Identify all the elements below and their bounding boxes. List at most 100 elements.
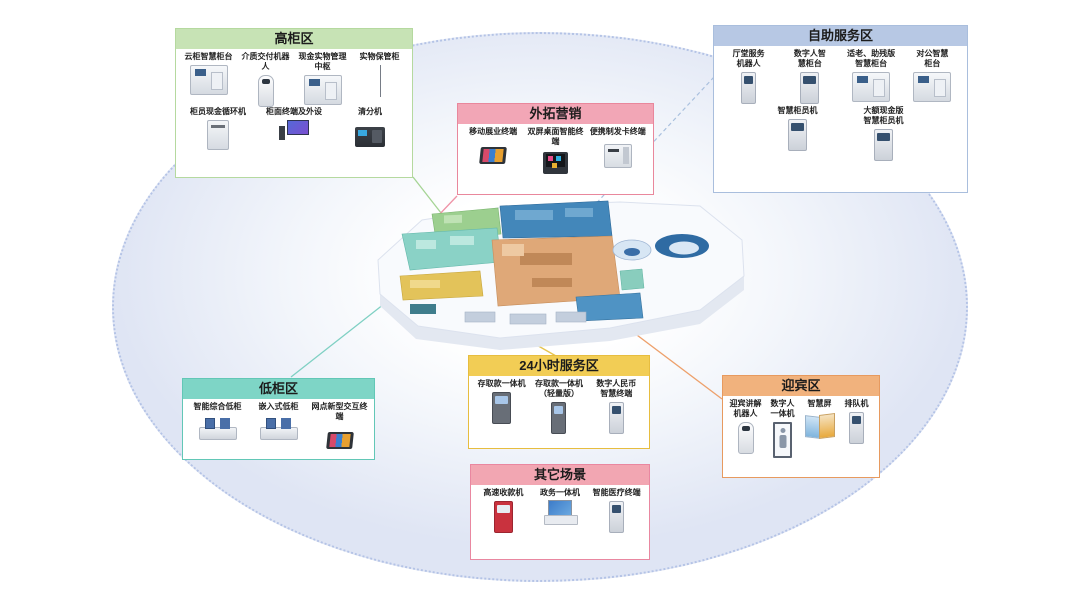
equipment-item: 实物保管柜 bbox=[352, 52, 407, 97]
panel-title-other-scenes: 其它场景 bbox=[471, 465, 649, 485]
equipment-item: 对公智慧 柜台 bbox=[903, 49, 962, 102]
equipment-label: 嵌入式低柜 bbox=[258, 402, 299, 411]
equipment-item: 大额现金版 智慧柜员机 bbox=[842, 106, 926, 161]
floorplan-24h-service-zone bbox=[399, 270, 484, 301]
equipment-item: 云柜智慧柜台 bbox=[181, 52, 236, 95]
equipment-label: 政务一体机 bbox=[540, 488, 580, 497]
digital-human-display-icon bbox=[773, 422, 792, 458]
equipment-item: 智慧屏 bbox=[802, 399, 837, 440]
smart-medical-terminal-icon bbox=[609, 501, 625, 533]
panel-title-24h-service: 24小时服务区 bbox=[469, 356, 649, 376]
equipment-label: 双屏桌面智能终端 bbox=[527, 127, 584, 146]
equipment-label: 介质交付机器人 bbox=[241, 52, 290, 71]
panel-24h-service-zone: 24小时服务区 存取款一体机 存取款一体机 （轻量版） 数字人民币 智慧终端 bbox=[468, 355, 650, 449]
equipment-item: 存取款一体机 bbox=[474, 379, 529, 424]
embedded-low-counter-icon bbox=[259, 415, 298, 441]
equipment-item: 智慧柜员机 bbox=[756, 106, 840, 151]
corporate-smart-counter-icon bbox=[913, 72, 952, 102]
equipment-label: 智能医疗终端 bbox=[592, 488, 641, 497]
equipment-label: 实物保管柜 bbox=[359, 52, 400, 61]
mobile-sales-terminal-icon bbox=[479, 147, 508, 164]
equipment-label: 智慧柜员机 bbox=[777, 106, 818, 115]
equipment-item: 网点新型交互终端 bbox=[310, 402, 369, 449]
branch-interactive-terminal-icon bbox=[325, 432, 354, 449]
equipment-item: 政务一体机 bbox=[533, 488, 588, 526]
panel-title-outreach-marketing: 外拓营销 bbox=[458, 104, 653, 124]
cloud-smart-counter-icon bbox=[189, 65, 228, 95]
panel-title-self-service: 自助服务区 bbox=[714, 26, 967, 46]
equipment-label: 大额现金版 智慧柜员机 bbox=[863, 106, 904, 125]
digital-rmb-terminal-icon bbox=[608, 402, 624, 434]
panel-low-counter-zone: 低柜区 智能综合低柜 嵌入式低柜 网点新型交互终端 bbox=[182, 378, 375, 460]
equipment-label: 存取款一体机 bbox=[477, 379, 526, 388]
equipment-item: 迎宾讲解 机器人 bbox=[728, 399, 763, 454]
equipment-row: 厅堂服务 机器人 数字人智 慧柜台 适老、助残版 智慧柜台 对公智慧 柜台 bbox=[719, 49, 962, 104]
equipment-row: 智慧柜员机 大额现金版 智慧柜员机 bbox=[756, 106, 926, 161]
dual-screen-desktop-terminal-icon bbox=[542, 152, 568, 174]
smart-screen-icon bbox=[804, 413, 836, 440]
equipment-item: 排队机 bbox=[839, 399, 874, 444]
panel-high-counter-zone: 高柜区 云柜智慧柜台 介质交付机器人 现金实物管理中枢 实物保管柜 柜员现金循环… bbox=[175, 28, 413, 178]
equipment-label: 网点新型交互终端 bbox=[311, 402, 368, 421]
panel-self-service-zone: 自助服务区 厅堂服务 机器人 数字人智 慧柜台 适老、助残版 智慧柜台 对公智慧… bbox=[713, 25, 968, 193]
equipment-item: 数字人智 慧柜台 bbox=[780, 49, 839, 104]
floorplan-low-counter-zone bbox=[401, 227, 502, 271]
counter-terminal-peripherals-icon bbox=[279, 120, 309, 146]
equipment-label: 清分机 bbox=[358, 107, 382, 116]
equipment-item: 数字人 一体机 bbox=[765, 399, 800, 458]
equipment-label: 排队机 bbox=[844, 399, 869, 408]
equipment-item: 便携制发卡终端 bbox=[588, 127, 648, 168]
equipment-row: 柜员现金循环机 柜面终端及外设 清分机 bbox=[181, 107, 407, 150]
accessible-smart-counter-icon bbox=[852, 72, 891, 102]
equipment-item: 双屏桌面智能终端 bbox=[525, 127, 585, 174]
equipment-item: 存取款一体机 （轻量版） bbox=[531, 379, 586, 434]
panel-other-scenes: 其它场景 高速收款机 政务一体机 智能医疗终端 bbox=[470, 464, 650, 560]
equipment-item: 厅堂服务 机器人 bbox=[719, 49, 778, 104]
floorplan-main-hall-zone bbox=[491, 235, 621, 307]
note-sorter-icon bbox=[355, 127, 385, 147]
equipment-label: 柜员现金循环机 bbox=[190, 107, 246, 116]
equipment-item: 移动展业终端 bbox=[463, 127, 523, 164]
equipment-label: 迎宾讲解 机器人 bbox=[729, 399, 762, 418]
cash-asset-management-hub-icon bbox=[303, 75, 342, 105]
equipment-label: 便携制发卡终端 bbox=[589, 127, 646, 136]
floorplan-welcome-zone bbox=[575, 234, 709, 322]
panel-welcome-zone: 迎宾区 迎宾讲解 机器人 数字人 一体机 智慧屏 排队机 bbox=[722, 375, 880, 478]
equipment-label: 云柜智慧柜台 bbox=[184, 52, 233, 61]
equipment-row: 移动展业终端 双屏桌面智能终端 便携制发卡终端 bbox=[463, 127, 648, 174]
equipment-label: 柜面终端及外设 bbox=[266, 107, 322, 116]
equipment-item: 嵌入式低柜 bbox=[249, 402, 308, 441]
equipment-label: 对公智慧 柜台 bbox=[916, 49, 949, 68]
equipment-item: 柜员现金循环机 bbox=[181, 107, 255, 150]
equipment-row: 存取款一体机 存取款一体机 （轻量版） 数字人民币 智慧终端 bbox=[474, 379, 644, 434]
equipment-item: 数字人民币 智慧终端 bbox=[589, 379, 644, 434]
equipment-item: 介质交付机器人 bbox=[238, 52, 293, 107]
digital-human-smart-counter-icon bbox=[800, 72, 820, 104]
panel-outreach-marketing: 外拓营销 移动展业终端 双屏桌面智能终端 便携制发卡终端 bbox=[457, 103, 654, 195]
equipment-row: 迎宾讲解 机器人 数字人 一体机 智慧屏 排队机 bbox=[728, 399, 874, 458]
equipment-row: 高速收款机 政务一体机 智能医疗终端 bbox=[476, 488, 644, 533]
equipment-label: 数字人 一体机 bbox=[770, 399, 795, 418]
cash-atm-lite-icon bbox=[551, 402, 567, 434]
smart-teller-machine-icon bbox=[788, 119, 807, 151]
queue-ticket-machine-icon bbox=[849, 412, 864, 444]
welcome-guide-robot-icon bbox=[737, 422, 754, 454]
equipment-label: 数字人智 慧柜台 bbox=[793, 49, 826, 68]
panel-title-low-counter: 低柜区 bbox=[183, 379, 374, 399]
portable-card-issuer-icon bbox=[603, 144, 632, 168]
equipment-item: 清分机 bbox=[333, 107, 407, 147]
government-service-kiosk-icon bbox=[544, 500, 578, 526]
equipment-item: 现金实物管理中枢 bbox=[295, 52, 350, 105]
lobby-service-robot-icon bbox=[741, 72, 757, 104]
equipment-label: 智能综合低柜 bbox=[193, 402, 242, 411]
equipment-item: 智能综合低柜 bbox=[188, 402, 247, 441]
equipment-label: 智慧屏 bbox=[807, 399, 832, 408]
high-speed-cash-receiver-icon bbox=[493, 501, 513, 533]
bulk-cash-smart-teller-machine-icon bbox=[874, 129, 893, 161]
equipment-row: 云柜智慧柜台 介质交付机器人 现金实物管理中枢 实物保管柜 bbox=[181, 52, 407, 107]
asset-storage-cabinet-icon bbox=[368, 65, 392, 97]
equipment-label: 存取款一体机 （轻量版） bbox=[534, 379, 583, 398]
equipment-label: 高速收款机 bbox=[483, 488, 524, 497]
equipment-label: 适老、助残版 智慧柜台 bbox=[847, 49, 896, 68]
equipment-row: 智能综合低柜 嵌入式低柜 网点新型交互终端 bbox=[188, 402, 369, 449]
